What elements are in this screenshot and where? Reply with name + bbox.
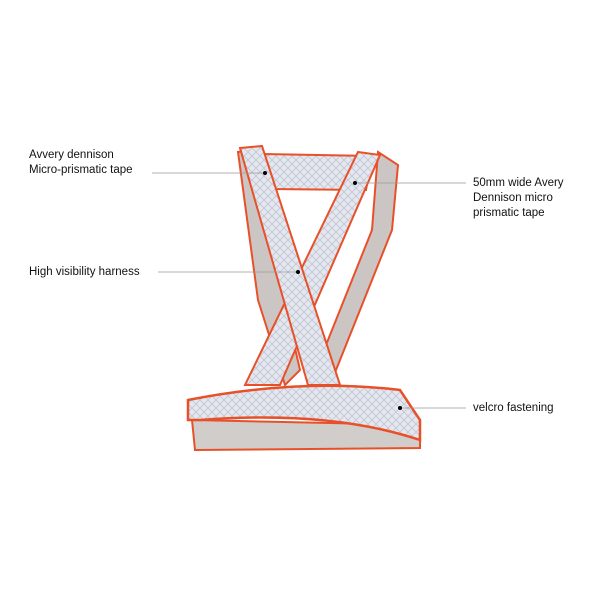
leader-lines (152, 172, 466, 409)
harness-right-strap (243, 150, 382, 386)
callout-text: 50mm wide Avery (473, 177, 564, 189)
callout-text: Dennison micro (473, 192, 553, 204)
callout-tape-left: Avvery dennison Micro-prismatic tape (29, 148, 133, 178)
callout-velcro: velcro fastening (473, 402, 554, 414)
callout-text: Micro-prismatic tape (29, 164, 133, 176)
harness-belt (186, 384, 422, 442)
callout-dots (263, 171, 402, 410)
callout-text: prismatic tape (473, 207, 545, 219)
callout-harness: High visibility harness (29, 266, 140, 278)
callout-text: Avvery dennison (29, 149, 114, 161)
callout-tape-right: 50mm wide Avery Dennison micro prismatic… (473, 176, 564, 221)
